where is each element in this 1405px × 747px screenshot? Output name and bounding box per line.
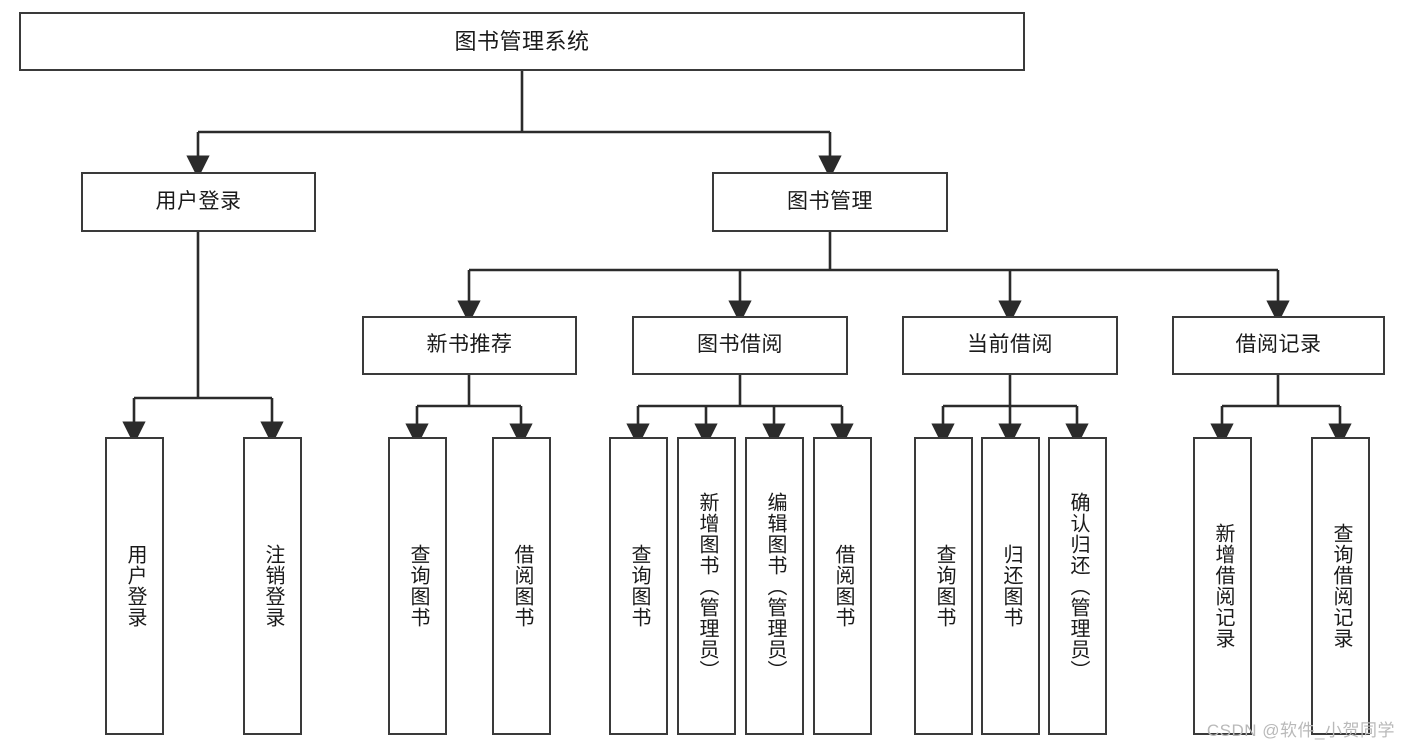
node-new-book-recommend-label: 新书推荐 (426, 333, 513, 357)
node-leaf-add-book-label: 新增图书（管理员） (696, 491, 718, 681)
node-leaf-query-record[interactable]: 查询借阅记录 (1311, 437, 1370, 735)
node-new-book-recommend[interactable]: 新书推荐 (362, 316, 577, 375)
node-leaf-borrow-book-1[interactable]: 借阅图书 (492, 437, 551, 735)
node-leaf-add-book[interactable]: 新增图书（管理员） (677, 437, 736, 735)
node-leaf-query-book-3-label: 查询图书 (933, 544, 955, 628)
node-user-login-label: 用户登录 (155, 189, 242, 213)
node-root[interactable]: 图书管理系统 (19, 12, 1025, 71)
node-root-label: 图书管理系统 (454, 28, 590, 54)
node-leaf-logout-label: 注销登录 (262, 544, 284, 628)
node-leaf-borrow-book-2[interactable]: 借阅图书 (813, 437, 872, 735)
node-leaf-edit-book[interactable]: 编辑图书（管理员） (745, 437, 804, 735)
node-leaf-add-record[interactable]: 新增借阅记录 (1193, 437, 1252, 735)
node-current-borrow[interactable]: 当前借阅 (902, 316, 1118, 375)
node-user-login[interactable]: 用户登录 (81, 172, 316, 232)
node-book-borrow-label: 图书借阅 (697, 333, 783, 357)
watermark-text: CSDN @软件_小贺同学 (1206, 721, 1395, 740)
node-leaf-return-book-label: 归还图书 (1000, 544, 1022, 628)
node-book-borrow[interactable]: 图书借阅 (632, 316, 848, 375)
node-leaf-user-login-label: 用户登录 (124, 544, 146, 628)
node-leaf-confirm-return-label: 确认归还（管理员） (1067, 491, 1089, 681)
node-leaf-user-login[interactable]: 用户登录 (105, 437, 164, 735)
node-current-borrow-label: 当前借阅 (967, 333, 1053, 357)
node-leaf-confirm-return[interactable]: 确认归还（管理员） (1048, 437, 1107, 735)
node-leaf-borrow-book-1-label: 借阅图书 (511, 544, 533, 628)
node-leaf-query-book-1-label: 查询图书 (407, 544, 429, 628)
node-leaf-logout[interactable]: 注销登录 (243, 437, 302, 735)
node-leaf-query-record-label: 查询借阅记录 (1330, 523, 1352, 649)
node-borrow-record[interactable]: 借阅记录 (1172, 316, 1385, 375)
node-book-manage-label: 图书管理 (787, 189, 873, 213)
node-borrow-record-label: 借阅记录 (1235, 333, 1322, 357)
node-leaf-return-book[interactable]: 归还图书 (981, 437, 1040, 735)
node-leaf-query-book-1[interactable]: 查询图书 (388, 437, 447, 735)
node-leaf-query-book-3[interactable]: 查询图书 (914, 437, 973, 735)
node-leaf-borrow-book-2-label: 借阅图书 (832, 544, 854, 628)
node-leaf-query-book-2[interactable]: 查询图书 (609, 437, 668, 735)
node-leaf-add-record-label: 新增借阅记录 (1212, 523, 1234, 649)
node-leaf-edit-book-label: 编辑图书（管理员） (764, 491, 786, 681)
node-book-manage[interactable]: 图书管理 (712, 172, 948, 232)
node-leaf-query-book-2-label: 查询图书 (628, 544, 650, 628)
